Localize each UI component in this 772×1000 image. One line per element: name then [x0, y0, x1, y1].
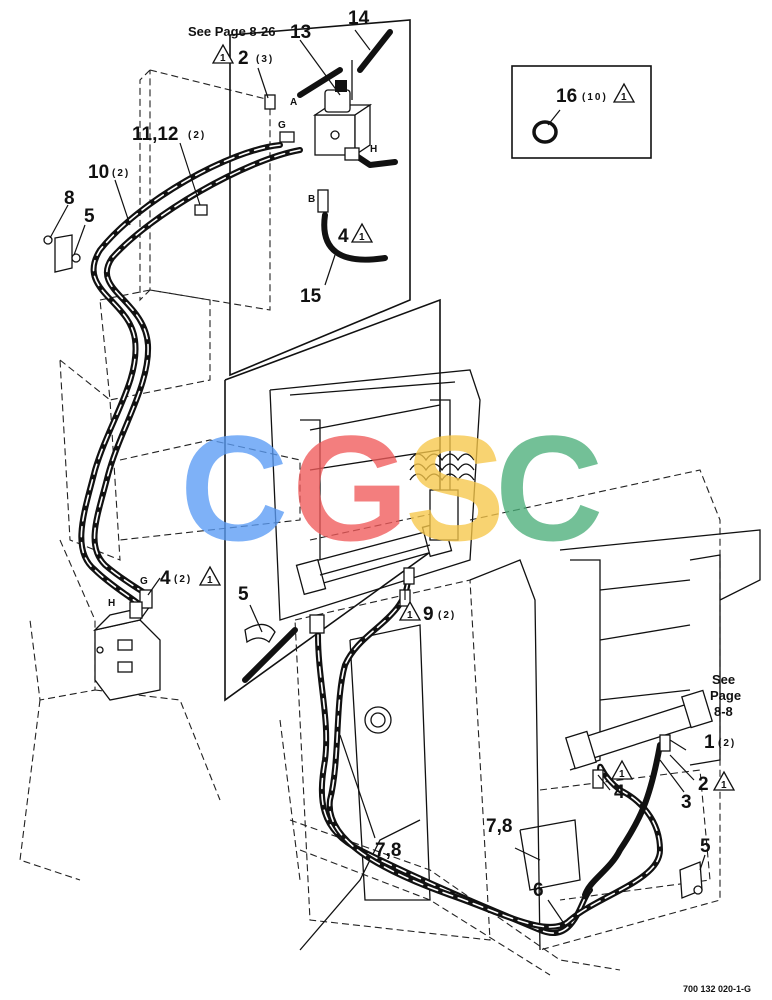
inset-box-item-16 — [511, 65, 652, 159]
callout-2-right: 2 — [698, 774, 709, 795]
callout-11-12: 11,12 — [132, 124, 179, 145]
port-a-label: A — [290, 97, 297, 108]
callout-4-left-qty: (2) — [174, 574, 192, 585]
callout-15: 15 — [300, 286, 322, 307]
note-triangle-16: 1 — [612, 82, 636, 103]
port-h-bottom-label: H — [108, 598, 115, 609]
watermark-letter-g: G — [292, 404, 409, 572]
callout-10-qty: (2) — [112, 168, 130, 179]
port-labels: A G H B G H — [108, 97, 377, 609]
note-triangle-4-top: 1 — [350, 222, 374, 243]
figure-code: 700 132 020-1-G — [683, 984, 751, 994]
callout-16: 16 — [556, 86, 577, 107]
note-triangle-number: 1 — [619, 769, 625, 780]
callout-14: 14 — [348, 8, 370, 29]
callout-11-12-qty: (2) — [188, 130, 206, 141]
see-page-8-26-label: See Page 8-26 — [188, 24, 275, 39]
callout-5-top: 5 — [84, 206, 95, 227]
callout-2-top: 2 — [238, 48, 249, 69]
callout-13: 13 — [290, 22, 311, 43]
fittings — [43, 94, 703, 899]
callout-7-8-a: 7,8 — [375, 840, 401, 861]
callout-1-qty: (2) — [718, 738, 736, 749]
cgsc-watermark: C G S C — [180, 404, 603, 572]
callout-9-qty: (2) — [438, 610, 456, 621]
leader-lines — [49, 29, 706, 926]
hoses — [78, 29, 663, 936]
note-triangle-number: 1 — [359, 232, 365, 243]
watermark-letter-s: S — [405, 404, 505, 572]
callout-4-top: 4 — [338, 226, 349, 247]
callout-5-right: 5 — [700, 836, 711, 857]
callout-6: 6 — [533, 880, 544, 901]
note-triangle-4-right: 1 — [610, 759, 634, 780]
note-triangle-number: 1 — [407, 610, 413, 621]
port-b-label: B — [308, 194, 315, 205]
note-triangle-number: 1 — [207, 575, 213, 586]
note-triangle-number: 1 — [621, 92, 627, 103]
port-h-top-label: H — [370, 144, 377, 155]
watermark-letter-c1: C — [180, 404, 288, 572]
see-page-word: See — [712, 672, 735, 687]
note-triangles: 1 1 1 1 1 1 1 — [198, 43, 736, 791]
callout-10: 10 — [88, 162, 109, 183]
note-triangle-9: 1 — [398, 600, 422, 621]
callout-1: 1 — [704, 732, 715, 753]
port-g-top-label: G — [278, 120, 286, 131]
machine-frame — [19, 19, 761, 976]
note-triangle-number: 1 — [721, 780, 727, 791]
callout-16-qty: (10) — [582, 92, 608, 103]
callout-labels: See Page 8-26 13 14 2 (3) 11,12 (2) 10 (… — [64, 8, 741, 901]
callout-2-top-qty: (3) — [256, 54, 274, 65]
page-8-8-number: 8-8 — [714, 704, 733, 719]
callout-4-left: 4 — [160, 568, 171, 589]
note-triangle-4-left: 1 — [198, 565, 222, 586]
solenoid-valve — [312, 60, 373, 157]
note-triangle-number: 1 — [220, 53, 226, 64]
note-triangle-2-right: 1 — [712, 770, 736, 791]
callout-4-right: 4 — [614, 782, 625, 803]
callout-7-8-b: 7,8 — [486, 816, 512, 837]
page-word: Page — [710, 688, 741, 703]
callout-3: 3 — [681, 792, 692, 813]
callout-9: 9 — [423, 604, 434, 625]
valve-block — [92, 604, 161, 701]
callout-5-mid: 5 — [238, 584, 249, 605]
watermark-letter-c2: C — [495, 404, 603, 572]
callout-8: 8 — [64, 188, 75, 209]
port-g-bottom-label: G — [140, 576, 148, 587]
spring-assembly — [409, 453, 475, 541]
right-cylinder — [564, 689, 714, 770]
note-triangle-top: 1 — [211, 43, 235, 64]
